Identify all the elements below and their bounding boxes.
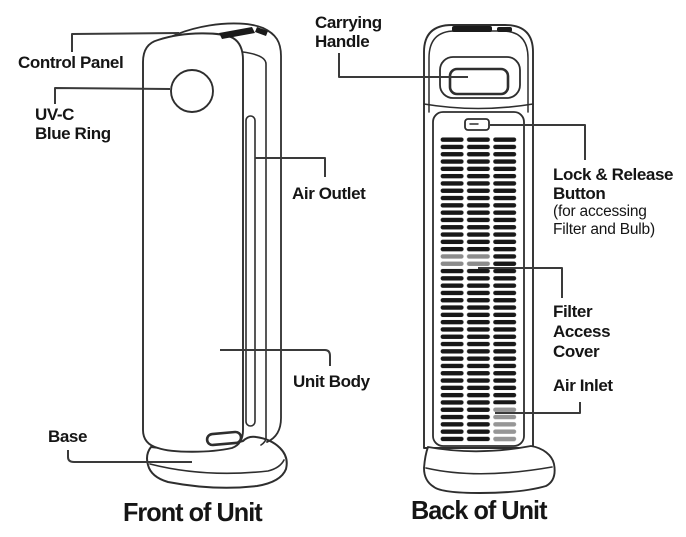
label-filter-access-cover: Filter Access Cover	[553, 302, 611, 361]
label-lock-release-button: Lock & Release Button (for accessing Fil…	[553, 165, 674, 238]
control-panel-top-marks	[219, 27, 268, 39]
back-top-vent-bar-2	[497, 27, 512, 32]
label-unit-body: Unit Body	[293, 372, 370, 391]
uvc-ring-shape	[170, 69, 214, 113]
leader-control-panel	[71, 32, 180, 52]
label-air-outlet: Air Outlet	[292, 184, 366, 203]
label-uvc-blue-ring: UV-C Blue Ring	[35, 105, 111, 143]
leader-uvc-blue-ring	[54, 87, 171, 104]
front-side-edge-line	[242, 51, 267, 446]
leader-filter-access-cover	[478, 267, 563, 298]
back-seam-line	[423, 103, 534, 110]
label-carrying-handle: Carrying Handle	[315, 13, 382, 51]
back-unit-drawing	[423, 24, 556, 494]
leader-lines	[54, 32, 586, 463]
label-control-panel: Control Panel	[18, 53, 124, 72]
caption-back-of-unit: Back of Unit	[411, 495, 547, 525]
front-face-shape	[142, 32, 244, 453]
back-base-shape	[423, 445, 556, 494]
air-outlet-slot-shape	[245, 115, 256, 427]
label-base: Base	[48, 427, 88, 446]
front-unit-drawing	[142, 22, 288, 489]
back-top-vent-bar	[452, 26, 492, 32]
front-base-rim-line	[149, 459, 285, 475]
leader-unit-body	[220, 349, 331, 366]
grille-highlight-band	[440, 252, 491, 269]
back-base-rim-line	[425, 466, 553, 475]
air-inlet-region	[492, 404, 518, 441]
leader-base	[67, 450, 192, 463]
label-air-inlet: Air Inlet	[553, 376, 613, 395]
front-back-silhouette	[149, 22, 282, 443]
grille-slats	[440, 136, 518, 442]
leader-carrying-handle	[338, 53, 468, 78]
front-bottom-pill-shape	[205, 430, 243, 447]
leader-air-inlet	[495, 402, 581, 414]
leader-air-outlet	[255, 157, 326, 177]
carrying-handle-grip-hole	[448, 67, 510, 96]
leader-lock-release	[490, 124, 586, 160]
caption-front-of-unit: Front of Unit	[123, 497, 263, 527]
